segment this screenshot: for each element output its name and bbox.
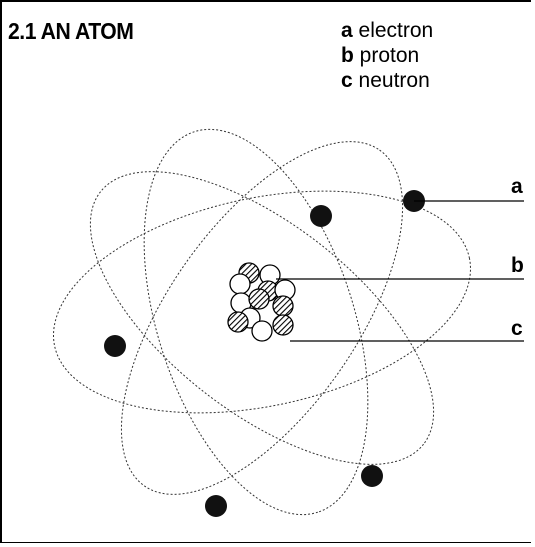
legend-letter: b (341, 44, 354, 67)
legend-text: electron (358, 19, 434, 42)
figure-title: 2.1 AN ATOM (8, 18, 134, 44)
orbit-3 (120, 141, 404, 495)
neutron (251, 320, 273, 342)
callout-label-b: b (511, 254, 524, 277)
orbits (53, 128, 471, 516)
legend-item-electron: a electron (341, 18, 433, 43)
legend-letter: a (341, 19, 353, 42)
electrons (104, 190, 425, 517)
legend-item-proton: b proton (341, 43, 433, 68)
proton (272, 295, 294, 317)
orbit-1 (53, 190, 471, 414)
legend: a electron b proton c neutron (341, 18, 433, 93)
proton (248, 288, 270, 310)
legend-text: neutron (358, 69, 430, 92)
neutron (229, 273, 251, 295)
callout-label-a: a (511, 175, 523, 198)
proton (227, 311, 249, 333)
orbit-2 (89, 171, 435, 465)
callout-label-c: c (511, 317, 523, 340)
legend-item-neutron: c neutron (341, 68, 433, 93)
proton (272, 314, 294, 336)
nucleus (227, 262, 296, 342)
electron (205, 495, 227, 517)
electron (361, 465, 383, 487)
legend-text: proton (359, 44, 420, 67)
electron (310, 205, 332, 227)
legend-letter: c (341, 69, 353, 92)
callout-lines (276, 200, 524, 342)
orbit-4 (143, 128, 369, 516)
electron (104, 335, 126, 357)
